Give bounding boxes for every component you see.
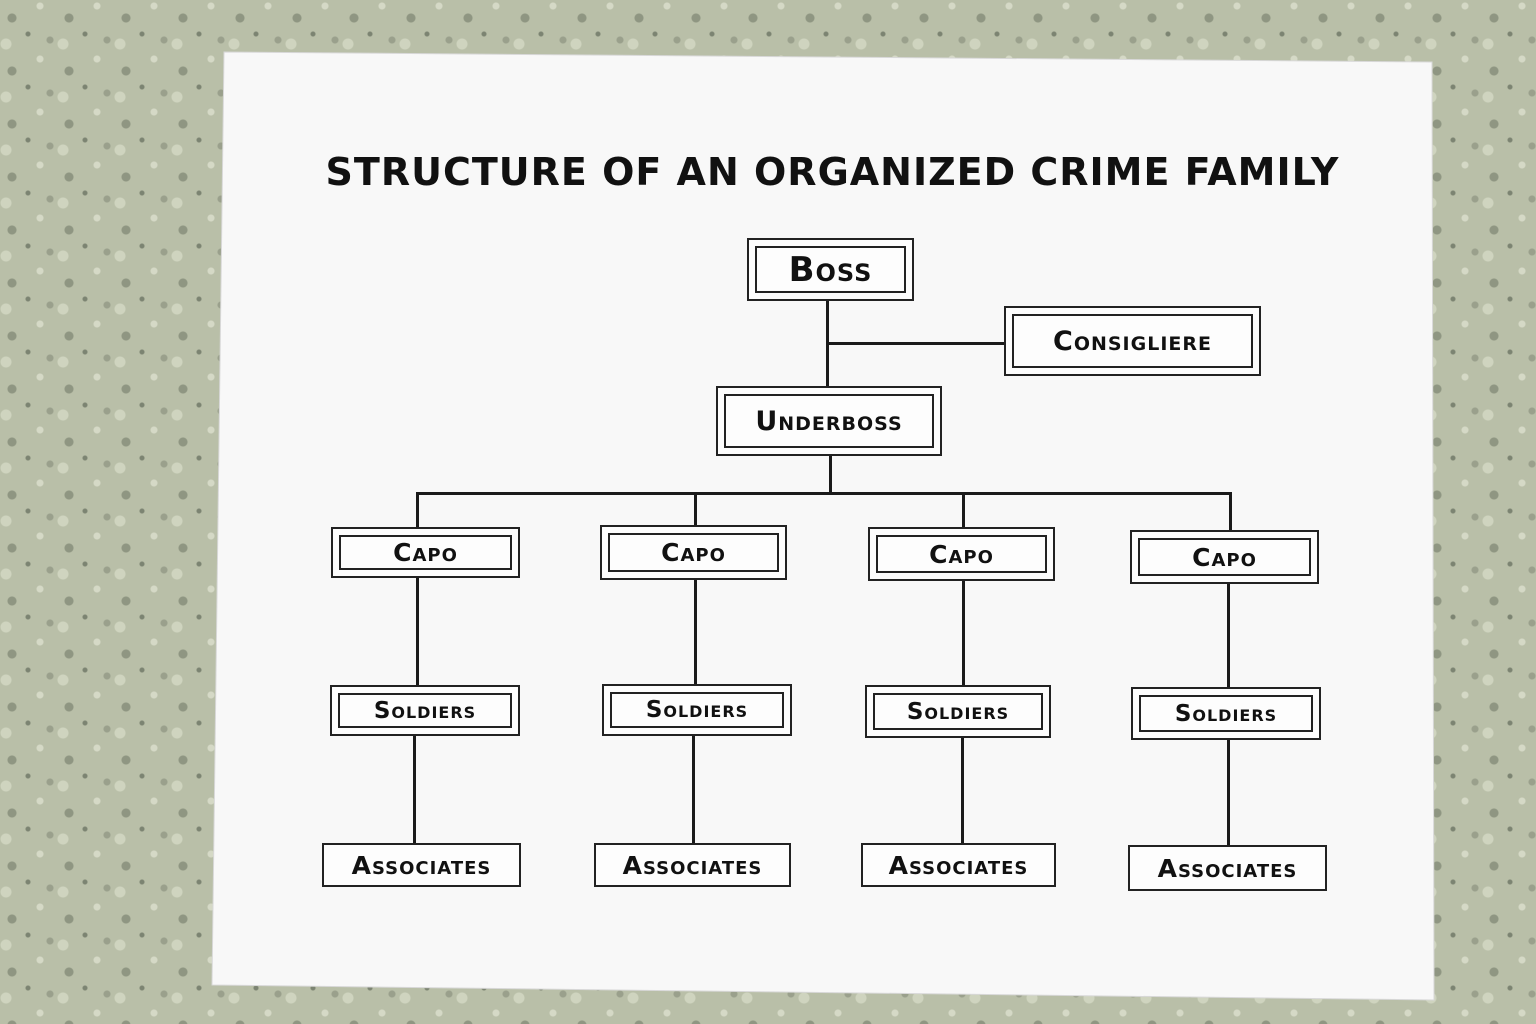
associates-box-1: Associates: [322, 843, 521, 887]
connector-horizontal-bar: [416, 492, 1231, 495]
connector-soldiers-2: [694, 580, 697, 685]
connector-associates-4: [1227, 738, 1230, 848]
connector-capo-1: [416, 492, 419, 532]
associates-box-2: Associates: [594, 843, 791, 887]
soldiers-label-2: Soldiers: [610, 692, 784, 728]
soldiers-label-4: Soldiers: [1139, 695, 1313, 732]
soldiers-box-4: Soldiers: [1131, 687, 1321, 740]
connector-associates-3: [961, 737, 964, 845]
associates-box-4: Associates: [1128, 845, 1327, 891]
connector-associates-2: [692, 735, 695, 845]
underboss-box: Underboss: [716, 386, 942, 456]
connector-capo-3: [962, 492, 965, 530]
capo-box-4: Capo: [1130, 530, 1319, 584]
connector-boss-underboss: [826, 300, 829, 388]
soldiers-box-2: Soldiers: [602, 684, 792, 736]
capo-label-4: Capo: [1138, 538, 1311, 576]
associates-box-3: Associates: [861, 843, 1056, 887]
soldiers-box-3: Soldiers: [865, 685, 1051, 738]
underboss-label: Underboss: [724, 394, 934, 448]
connector-underboss-bar: [829, 455, 832, 493]
connector-capo-4: [1229, 492, 1232, 532]
capo-label-1: Capo: [339, 535, 512, 570]
capo-box-1: Capo: [331, 527, 520, 578]
soldiers-label-3: Soldiers: [873, 693, 1043, 730]
boss-box: Boss: [747, 238, 914, 301]
capo-label-3: Capo: [876, 535, 1047, 573]
connector-soldiers-1: [416, 578, 419, 686]
capo-box-3: Capo: [868, 527, 1055, 581]
boss-label: Boss: [755, 246, 906, 293]
connector-capo-2: [694, 492, 697, 526]
connector-soldiers-3: [962, 580, 965, 686]
diagram-title: STRUCTURE OF AN ORGANIZED CRIME FAMILY: [325, 150, 1340, 194]
consigliere-box: Consigliere: [1004, 306, 1261, 376]
capo-label-2: Capo: [608, 533, 779, 572]
soldiers-box-1: Soldiers: [330, 685, 520, 736]
consigliere-label: Consigliere: [1012, 314, 1253, 368]
soldiers-label-1: Soldiers: [338, 693, 512, 728]
connector-consigliere: [828, 342, 1006, 345]
connector-associates-1: [413, 735, 416, 845]
capo-box-2: Capo: [600, 525, 787, 580]
connector-soldiers-4: [1227, 583, 1230, 688]
